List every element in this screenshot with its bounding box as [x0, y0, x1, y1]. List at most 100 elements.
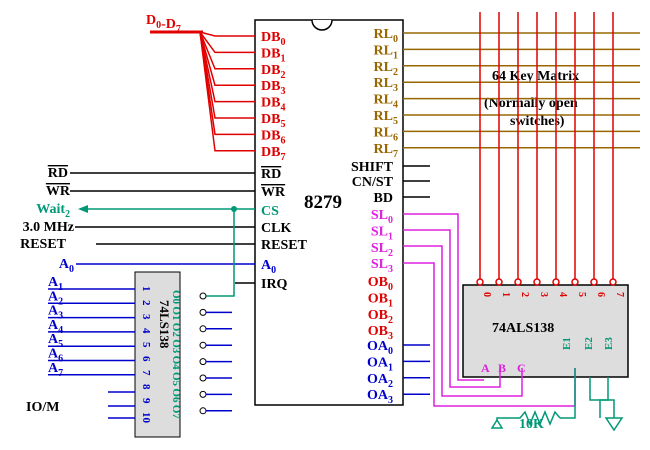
io-m-label: IO/M — [26, 400, 59, 415]
decoder-output-bubble-0 — [199, 292, 207, 300]
rl-pin-label-0: RL0 — [374, 27, 398, 45]
column-node-0 — [476, 278, 484, 286]
oa-pin-label-1: OA1 — [367, 355, 393, 373]
rl-pin-label-3: RL3 — [374, 76, 398, 94]
decoder-output-label-3: O3 — [170, 339, 182, 354]
decoder-output-bubble-7 — [199, 407, 207, 415]
data-bus-label: D0-D7 — [146, 13, 181, 35]
right-pin-label-2: BD — [374, 191, 393, 206]
decoder-input-num-0: 1 — [140, 286, 152, 292]
als138-output-label-5: 5 — [576, 292, 587, 297]
db-pin-label-4: DB4 — [261, 96, 285, 114]
column-node-2 — [514, 278, 522, 286]
resistor-feed — [560, 368, 576, 419]
left-pin-label-4: RESET — [261, 238, 308, 253]
ob-pin-label-1: OB1 — [368, 291, 393, 309]
als138-output-label-2: 2 — [519, 292, 530, 297]
address-label-0: A1 — [48, 275, 63, 293]
left-pin-label-0: RD — [261, 167, 281, 182]
db-fan-line-7 — [199, 31, 230, 152]
left-pin-label-6: IRQ — [261, 277, 288, 292]
als138-output-label-6: 6 — [595, 292, 606, 297]
column-node-3 — [533, 278, 541, 286]
db-pin-label-6: DB6 — [261, 128, 285, 146]
sl1-wire — [403, 229, 501, 388]
ground-symbol — [604, 417, 624, 432]
als138-enable-2: E3 — [603, 337, 615, 350]
decoder-output-label-0: O0 — [170, 290, 182, 305]
chip-8279-body — [254, 19, 404, 406]
key-matrix-title: 64 Key Matrix — [492, 69, 579, 84]
rl-pin-label-2: RL2 — [374, 60, 398, 78]
address-label-5: A6 — [48, 347, 63, 365]
decoder-output-label-2: O2 — [170, 323, 182, 338]
column-node-1 — [495, 278, 503, 286]
sl-pin-label-2: SL2 — [371, 241, 393, 259]
decoder-output-bubble-6 — [199, 390, 207, 398]
decoder-output-bubble-4 — [199, 358, 207, 366]
als138-enable-1: E2 — [583, 337, 595, 350]
db-fan-line-2 — [199, 31, 230, 70]
sl-pin-label-1: SL1 — [371, 224, 393, 242]
left-pin-label-5: A0 — [261, 258, 276, 276]
decoder-output-label-5: O5 — [170, 372, 182, 387]
vcc-symbol — [490, 418, 504, 429]
als138-input-a: A — [481, 361, 490, 375]
ob-pin-label-3: OB3 — [368, 324, 393, 342]
db-pin-label-2: DB2 — [261, 63, 285, 81]
decoder-input-num-6: 7 — [140, 370, 152, 376]
decoder-output-bubble-2 — [199, 325, 207, 333]
als138-output-label-3: 3 — [538, 292, 549, 297]
resistor-zigzag — [496, 410, 561, 428]
rl-pin-label-1: RL1 — [374, 43, 398, 61]
enable-2-wire — [589, 377, 600, 401]
chip-8279-notch — [311, 19, 333, 31]
sl-pin-label-3: SL3 — [371, 257, 393, 275]
als138-output-label-4: 4 — [557, 292, 568, 297]
left-signal-label-1: WR — [46, 184, 71, 199]
decoder-chip-body — [134, 271, 181, 438]
address-label-3: A4 — [48, 318, 63, 336]
address-label-1: A2 — [48, 289, 63, 307]
left-signal-label-4: RESET — [20, 237, 67, 252]
db-pin-label-0: DB0 — [261, 30, 285, 48]
als138-chip-body — [462, 284, 629, 378]
als138-input-c: C — [517, 361, 526, 375]
column-node-7 — [609, 278, 617, 286]
enable-3-wire — [599, 377, 609, 418]
wait2-arrow — [78, 205, 88, 213]
oa-pin-label-3: OA3 — [367, 388, 393, 406]
left-signal-label-3: 3.0 MHz — [23, 220, 74, 235]
als138-enable-0: E1 — [561, 337, 573, 350]
ob-pin-label-0: OB0 — [368, 275, 393, 293]
cs-decoder-line — [205, 209, 235, 297]
als138-output-label-7: 7 — [614, 292, 625, 297]
oa-pin-label-2: OA2 — [367, 372, 393, 390]
db-pin-label-5: DB5 — [261, 112, 285, 130]
decoder-input-num-5: 6 — [140, 356, 152, 362]
key-matrix-subtitle-1: (Normally open — [484, 96, 578, 111]
ground-wire — [600, 399, 615, 418]
rl-pin-label-4: RL4 — [374, 93, 398, 111]
rl-pin-label-6: RL6 — [374, 125, 398, 143]
right-pin-label-0: SHIFT — [351, 160, 394, 175]
decoder-input-num-8: 9 — [140, 398, 152, 404]
decoder-output-label-4: O4 — [170, 356, 182, 371]
decoder-output-label-1: O1 — [170, 306, 182, 320]
resistor-label: 10K — [519, 417, 544, 432]
db-fan-line-4 — [199, 31, 230, 103]
decoder-input-num-4: 5 — [140, 342, 152, 348]
decoder-output-label-7: O7 — [170, 405, 182, 420]
address-label-2: A3 — [48, 304, 63, 322]
decoder-output-bubble-1 — [199, 308, 207, 316]
ob-pin-label-2: OB2 — [368, 308, 393, 326]
db-fan-line-0 — [199, 31, 230, 37]
rl-pin-label-7: RL7 — [374, 142, 398, 160]
address-label-4: A5 — [48, 332, 63, 350]
decoder-chip-label: 74LS138 — [157, 300, 172, 349]
address-label-6: A7 — [48, 361, 63, 379]
als138-input-b: B — [498, 361, 506, 375]
decoder-input-num-3: 4 — [140, 328, 152, 334]
